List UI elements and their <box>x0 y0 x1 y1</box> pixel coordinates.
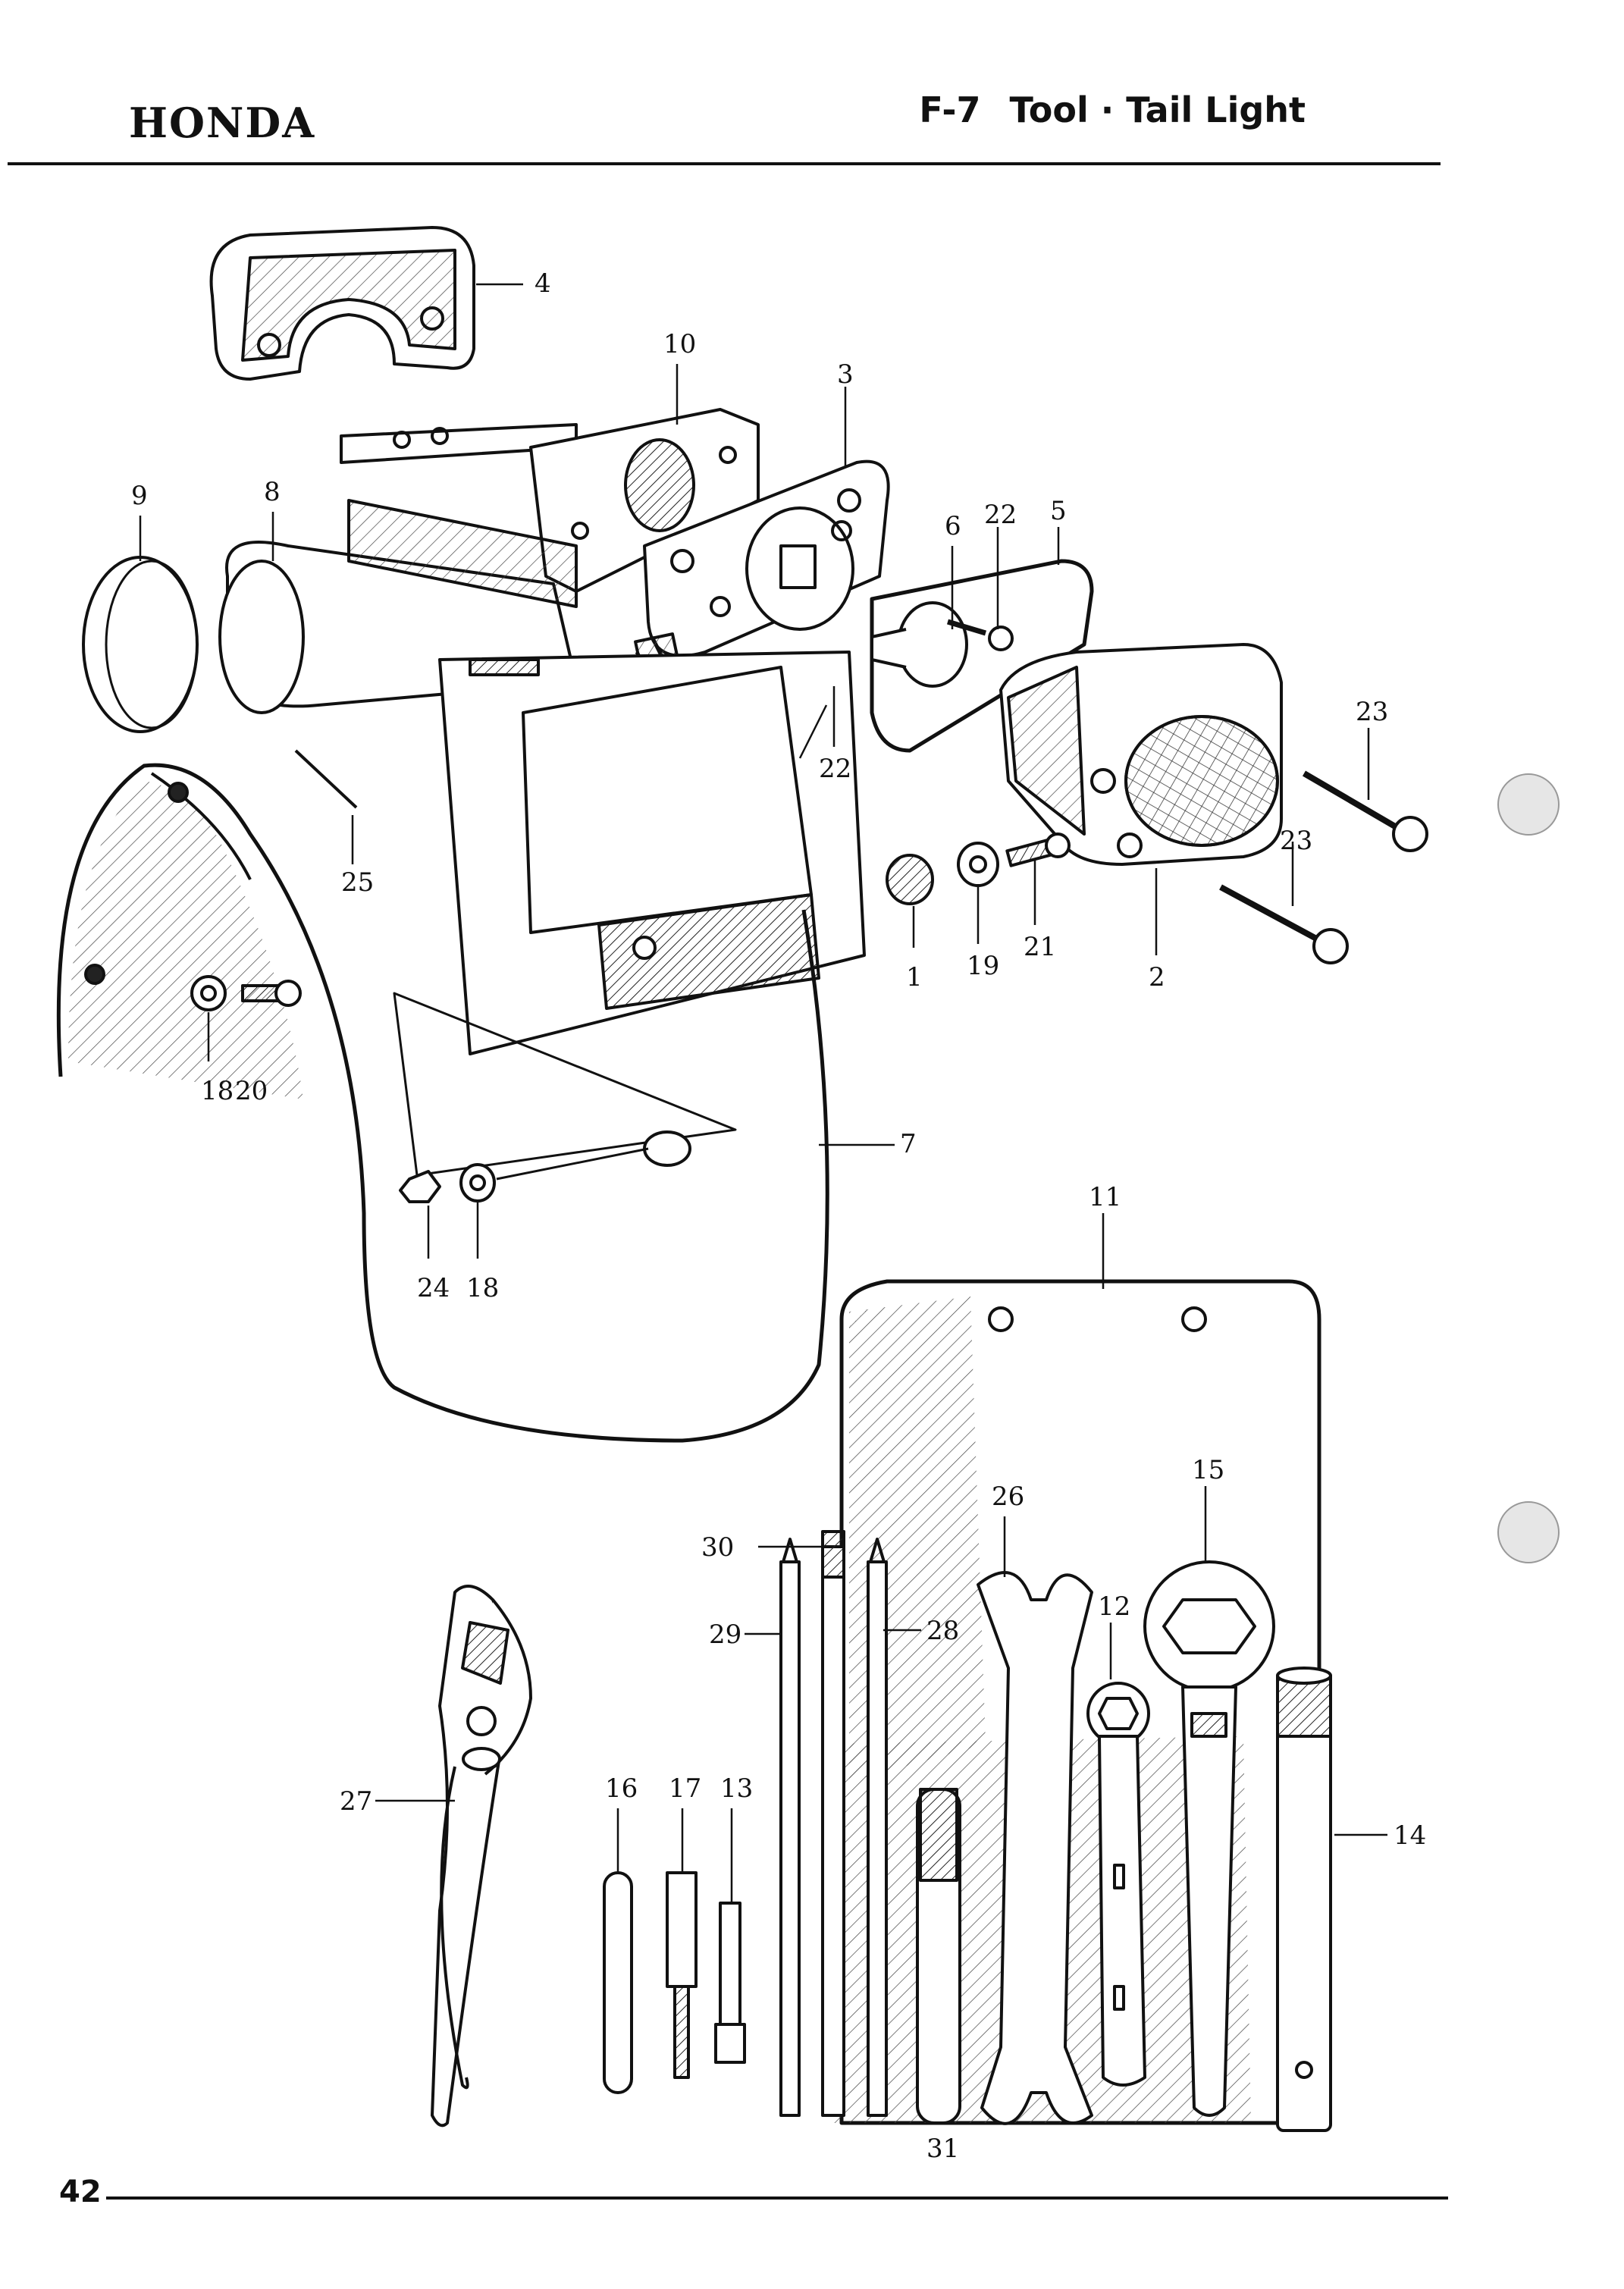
footer-rule <box>106 2196 1448 2200</box>
callout-4: 4 <box>535 268 551 299</box>
part-13-socket <box>714 1902 746 2064</box>
callout-22-upper: 22 <box>984 500 1017 530</box>
header-rule <box>8 162 1441 165</box>
part-31-handle <box>916 1788 961 2124</box>
callout-11: 11 <box>1089 1182 1121 1212</box>
callout-22-lower: 22 <box>819 754 851 784</box>
part-8-housing <box>218 499 578 714</box>
callout-21: 21 <box>1024 932 1056 962</box>
callout-7: 7 <box>900 1129 917 1159</box>
callout-15: 15 <box>1192 1455 1224 1485</box>
callout-30: 30 <box>701 1532 734 1563</box>
part-16-tube <box>603 1871 633 2094</box>
callout-12: 12 <box>1098 1591 1130 1622</box>
part-15-spanner <box>1143 1560 1275 2117</box>
callout-20: 20 <box>235 1076 268 1106</box>
callout-18-lower: 18 <box>466 1273 499 1303</box>
callout-31: 31 <box>926 2134 959 2164</box>
callout-23-upper: 23 <box>1356 697 1388 727</box>
callout-10: 10 <box>663 329 696 359</box>
part-9-lens-cap <box>82 556 199 733</box>
license-plate-frame <box>438 651 866 1055</box>
part-2-tail-light <box>999 643 1283 866</box>
callout-8: 8 <box>264 477 281 507</box>
part-23-screw-lower <box>1219 884 1349 964</box>
callout-3: 3 <box>837 359 854 390</box>
callout-5: 5 <box>1050 496 1067 526</box>
callout-13: 13 <box>720 1773 753 1804</box>
callout-19: 19 <box>967 951 999 981</box>
part-1-grommet <box>886 854 934 905</box>
part-25-pin <box>294 749 358 809</box>
binder-hole-top <box>1497 773 1560 836</box>
part-19-washer <box>957 842 999 887</box>
part-18-washer-upper <box>190 975 227 1011</box>
part-26-wrench <box>977 1571 1093 2125</box>
part-20-bolt <box>241 980 302 1007</box>
section-heading: F-7 Tool · Tail Light <box>919 89 1306 130</box>
section-code: F-7 <box>919 89 981 130</box>
part-21-bolt <box>1005 833 1071 867</box>
part-30-screwdriver <box>821 1530 845 2117</box>
callout-6: 6 <box>945 511 961 541</box>
part-28-screwdriver <box>867 1538 888 2117</box>
callout-14: 14 <box>1394 1820 1426 1851</box>
callout-2: 2 <box>1149 962 1165 992</box>
part-14-box-spanner <box>1276 1667 1332 2132</box>
part-12-box-wrench <box>1086 1682 1150 2087</box>
part-5-gasket <box>870 559 1094 753</box>
part-18-washer-lower <box>459 1163 496 1203</box>
part-17-extension <box>666 1871 698 2079</box>
callout-28: 28 <box>926 1616 959 1646</box>
part-10-bracket <box>340 408 760 593</box>
brand-logo: HONDA <box>129 99 316 147</box>
callout-29: 29 <box>709 1620 741 1650</box>
part-4-cover <box>209 226 475 381</box>
callout-26: 26 <box>992 1482 1024 1512</box>
part-23-screw-upper <box>1302 770 1428 852</box>
part-29-screwdriver <box>779 1538 801 2117</box>
callout-18-upper: 18 <box>201 1076 234 1106</box>
part-3-plate <box>643 459 890 657</box>
section-title: Tool · Tail Light <box>1009 89 1306 130</box>
callout-24: 24 <box>417 1273 450 1303</box>
callout-9: 9 <box>131 481 148 511</box>
callout-1: 1 <box>906 962 923 992</box>
callout-23-lower: 23 <box>1280 826 1312 856</box>
part-24-nut <box>399 1170 441 1203</box>
callout-25: 25 <box>341 867 374 898</box>
page-number: 42 <box>59 2175 102 2209</box>
callout-17: 17 <box>669 1773 701 1804</box>
part-22-screw-a <box>946 619 1014 651</box>
part-27-pliers <box>431 1585 532 2128</box>
callout-27: 27 <box>340 1786 372 1817</box>
part-7-fender <box>56 763 829 1443</box>
binder-hole-bottom <box>1497 1501 1560 1563</box>
callout-16: 16 <box>605 1773 638 1804</box>
